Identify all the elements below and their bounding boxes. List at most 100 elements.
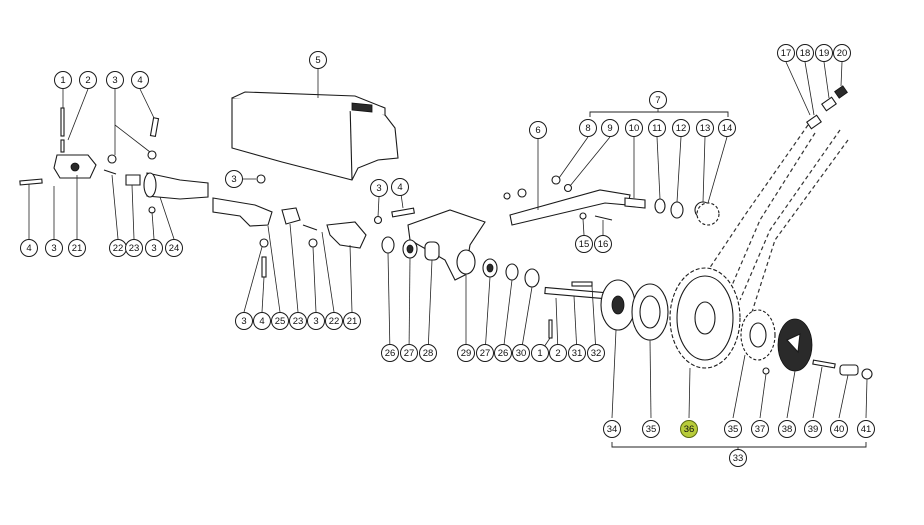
callout-21: 21 bbox=[68, 239, 86, 257]
callout-5: 5 bbox=[309, 51, 327, 69]
callout-number: 31 bbox=[572, 348, 583, 359]
callout-27: 27 bbox=[476, 344, 494, 362]
callout-33: 33 bbox=[729, 449, 747, 467]
callout-number: 36 bbox=[684, 424, 695, 435]
callout-number: 35 bbox=[728, 424, 739, 435]
callout-number: 21 bbox=[72, 243, 83, 254]
callout-12: 12 bbox=[672, 119, 690, 137]
callout-18: 18 bbox=[796, 44, 814, 62]
left-cardan-assembly bbox=[19, 107, 266, 214]
callout-number: 32 bbox=[591, 348, 602, 359]
sprocket-discs bbox=[600, 267, 873, 380]
callout-number: 15 bbox=[579, 239, 590, 250]
callout-24: 24 bbox=[165, 239, 183, 257]
callout-30: 30 bbox=[512, 344, 530, 362]
callout-4: 4 bbox=[20, 239, 38, 257]
callout-17: 17 bbox=[777, 44, 795, 62]
callout-3: 3 bbox=[370, 179, 388, 197]
callout-number: 40 bbox=[834, 424, 845, 435]
callout-3: 3 bbox=[145, 239, 163, 257]
callout-number: 37 bbox=[755, 424, 766, 435]
callout-11: 11 bbox=[648, 119, 666, 137]
callout-number: 6 bbox=[535, 125, 540, 136]
callout-3: 3 bbox=[225, 170, 243, 188]
callout-number: 7 bbox=[655, 95, 660, 106]
callout-number: 4 bbox=[397, 182, 402, 193]
callout-22: 22 bbox=[325, 312, 343, 330]
callout-number: 28 bbox=[423, 348, 434, 359]
callout-number: 9 bbox=[607, 123, 612, 134]
callout-34: 34 bbox=[603, 420, 621, 438]
callout-39: 39 bbox=[804, 420, 822, 438]
callout-3: 3 bbox=[235, 312, 253, 330]
callout-number: 12 bbox=[676, 123, 687, 134]
callout-35: 35 bbox=[642, 420, 660, 438]
callout-number: 27 bbox=[480, 348, 491, 359]
callout-1: 1 bbox=[54, 71, 72, 89]
callout-32: 32 bbox=[587, 344, 605, 362]
callout-36: 36 bbox=[680, 420, 698, 438]
callout-35: 35 bbox=[724, 420, 742, 438]
callout-number: 3 bbox=[241, 316, 246, 327]
callout-15: 15 bbox=[575, 235, 593, 253]
callout-27: 27 bbox=[400, 344, 418, 362]
callout-41: 41 bbox=[857, 420, 875, 438]
cover-housing bbox=[231, 91, 399, 181]
callout-number: 5 bbox=[315, 55, 320, 66]
callout-2: 2 bbox=[549, 344, 567, 362]
callout-number: 3 bbox=[376, 183, 381, 194]
callout-16: 16 bbox=[594, 235, 612, 253]
callout-25: 25 bbox=[271, 312, 289, 330]
callout-number: 29 bbox=[461, 348, 472, 359]
callout-23: 23 bbox=[289, 312, 307, 330]
callout-1: 1 bbox=[531, 344, 549, 362]
callout-number: 21 bbox=[347, 316, 358, 327]
callout-number: 14 bbox=[722, 123, 733, 134]
callout-number: 23 bbox=[129, 243, 140, 254]
callout-number: 1 bbox=[60, 75, 65, 86]
callout-9: 9 bbox=[601, 119, 619, 137]
callout-28: 28 bbox=[419, 344, 437, 362]
callout-31: 31 bbox=[568, 344, 586, 362]
callout-number: 20 bbox=[837, 48, 848, 59]
callout-4: 4 bbox=[391, 178, 409, 196]
bearing-row bbox=[381, 209, 604, 339]
callout-number: 3 bbox=[231, 174, 236, 185]
callout-number: 41 bbox=[861, 424, 872, 435]
callout-number: 2 bbox=[555, 348, 560, 359]
callout-19: 19 bbox=[815, 44, 833, 62]
callout-number: 1 bbox=[537, 348, 542, 359]
callout-number: 4 bbox=[26, 243, 31, 254]
callout-number: 17 bbox=[781, 48, 792, 59]
callout-number: 8 bbox=[585, 123, 590, 134]
callout-29: 29 bbox=[457, 344, 475, 362]
callout-20: 20 bbox=[833, 44, 851, 62]
callout-37: 37 bbox=[751, 420, 769, 438]
leader-lines bbox=[28, 61, 868, 449]
callout-8: 8 bbox=[579, 119, 597, 137]
callout-number: 11 bbox=[652, 123, 662, 134]
callout-number: 4 bbox=[137, 75, 142, 86]
callout-number: 33 bbox=[733, 453, 744, 464]
callout-3: 3 bbox=[106, 71, 124, 89]
callout-3: 3 bbox=[45, 239, 63, 257]
callout-26: 26 bbox=[494, 344, 512, 362]
callout-number: 38 bbox=[782, 424, 793, 435]
callout-6: 6 bbox=[529, 121, 547, 139]
callout-4: 4 bbox=[253, 312, 271, 330]
callout-number: 19 bbox=[819, 48, 830, 59]
parts-drawing bbox=[19, 85, 873, 380]
callout-number: 24 bbox=[169, 243, 180, 254]
callout-2: 2 bbox=[79, 71, 97, 89]
callout-number: 4 bbox=[259, 316, 264, 327]
callout-number: 23 bbox=[293, 316, 304, 327]
callout-number: 26 bbox=[385, 348, 396, 359]
callout-number: 2 bbox=[85, 75, 90, 86]
callout-number: 30 bbox=[516, 348, 527, 359]
callout-21: 21 bbox=[343, 312, 361, 330]
callout-number: 35 bbox=[646, 424, 657, 435]
callout-number: 22 bbox=[329, 316, 340, 327]
callout-number: 27 bbox=[404, 348, 415, 359]
callout-number: 13 bbox=[700, 123, 711, 134]
